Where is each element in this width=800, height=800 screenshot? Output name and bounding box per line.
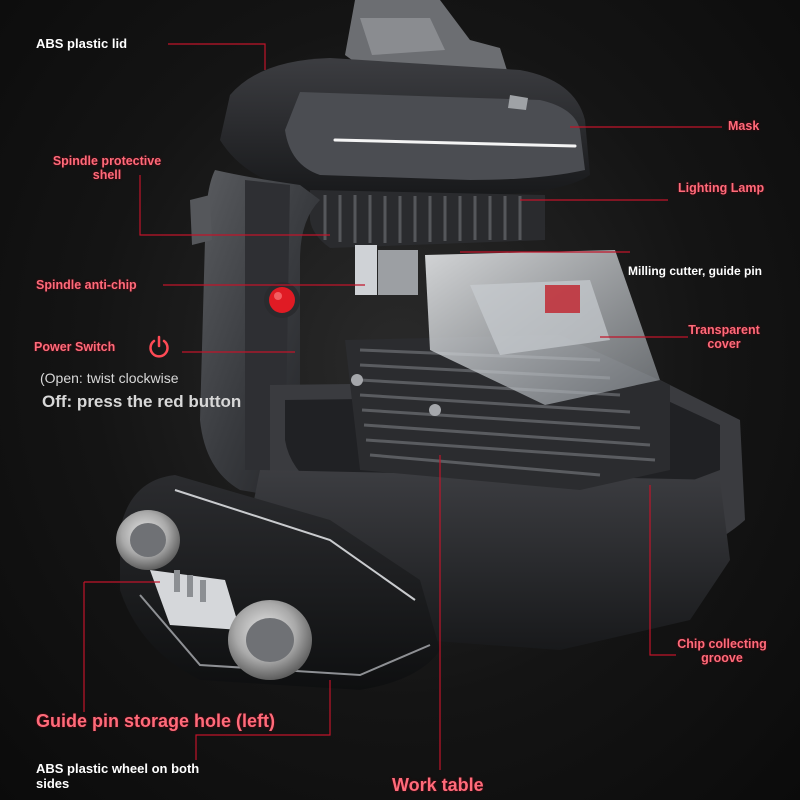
label-transparent-cover-line1: Transparent <box>688 323 760 337</box>
label-abs-plastic-wheel-line2: sides <box>36 775 70 791</box>
label-transparent-cover-line2: cover <box>707 337 741 352</box>
label-chip-collecting-groove-line1: Chip collecting <box>677 637 767 651</box>
label-chip-collecting-groove-line2: groove <box>701 651 743 666</box>
label-guide-pin-storage-hole: Guide pin storage hole (left) <box>36 711 276 731</box>
label-abs-plastic-wheel: ABS plastic wheel on both sides <box>36 761 200 792</box>
label-abs-plastic-lid: ABS plastic lid <box>36 36 128 51</box>
label-spindle-protective-shell-line2: shell <box>92 168 122 183</box>
label-open-note: (Open: twist clockwise <box>40 370 179 386</box>
label-power-switch: Power Switch <box>34 340 116 354</box>
label-spindle-protective-shell-line1: Spindle protective <box>52 154 162 168</box>
abs-plastic-wheel <box>116 510 312 680</box>
label-abs-plastic-wheel-line1: ABS plastic wheel on both <box>36 761 200 776</box>
power-button[interactable] <box>264 282 300 318</box>
label-milling-cutter-guide-pin: Milling cutter, guide pin <box>628 264 762 278</box>
leader-lines <box>83 43 722 770</box>
abs-plastic-lid <box>220 58 590 195</box>
power-icon <box>149 335 169 358</box>
guide-pin-storage <box>150 570 240 630</box>
label-lighting-lamp: Lighting Lamp <box>678 181 765 195</box>
transparent-cover <box>425 250 660 405</box>
label-off-note: Off: press the red button <box>42 392 242 411</box>
label-transparent-cover: Transparent cover <box>684 323 764 352</box>
label-work-table: Work table <box>392 775 484 795</box>
spindle-protective-shell <box>310 190 545 248</box>
label-spindle-anti-chip: Spindle anti-chip <box>36 278 137 292</box>
label-spindle-protective-shell: Spindle protective shell <box>40 154 174 183</box>
label-chip-collecting-groove: Chip collecting groove <box>672 637 772 666</box>
label-mask: Mask <box>728 119 760 133</box>
spindle-anti-chip <box>355 245 377 295</box>
